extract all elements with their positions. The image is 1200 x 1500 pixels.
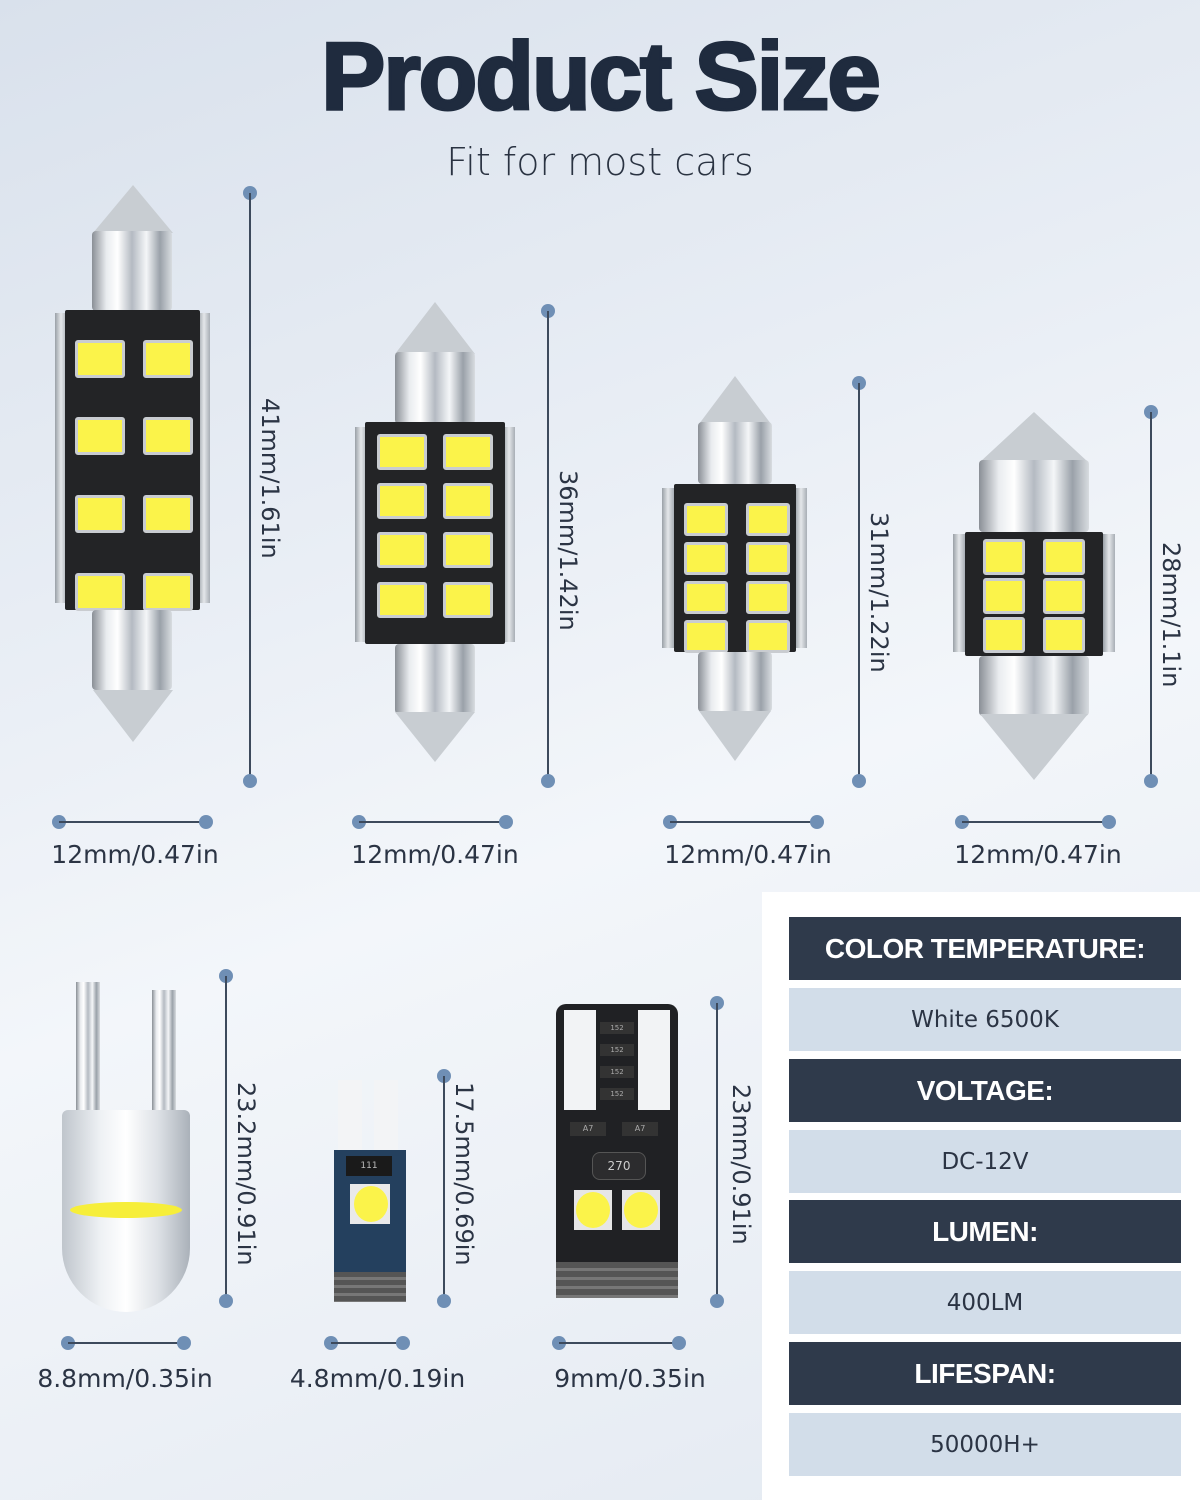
- dimension-dot: [810, 815, 824, 829]
- dimension-dot: [437, 1294, 451, 1308]
- width-line: [559, 1342, 679, 1344]
- width-line: [359, 821, 505, 823]
- dimension-dot: [1102, 815, 1116, 829]
- dimension-dot: [541, 774, 555, 788]
- spec-value-lifespan: 50000H+: [789, 1413, 1181, 1476]
- dimension-dot: [396, 1336, 410, 1350]
- festoon-bulb-image: [355, 302, 515, 782]
- resistor-label: 152: [600, 1044, 634, 1056]
- width-line: [59, 821, 205, 823]
- spec-value-color-temperature: White 6500K: [789, 988, 1181, 1051]
- length-line: [858, 383, 860, 781]
- spec-label-voltage: VOLTAGE:: [789, 1059, 1181, 1122]
- dimension-dot: [199, 815, 213, 829]
- dimension-dot: [1144, 774, 1158, 788]
- width-label: 12mm/0.47in: [51, 840, 219, 869]
- spec-panel: COLOR TEMPERATURE: White 6500K VOLTAGE: …: [762, 892, 1200, 1500]
- width-line: [331, 1342, 403, 1344]
- spec-label-lifespan: LIFESPAN:: [789, 1342, 1181, 1405]
- page-title: Product Size: [320, 22, 882, 132]
- capsule-bulb-image: [62, 982, 190, 1312]
- length-line: [547, 311, 549, 781]
- width-label: 9mm/0.35in: [554, 1364, 706, 1393]
- length-line: [225, 976, 227, 1302]
- dimension-dot: [219, 1294, 233, 1308]
- width-label: 4.8mm/0.19in: [289, 1364, 466, 1393]
- t5-bulb-image: 111: [334, 1080, 406, 1305]
- resistor-label: 152: [600, 1088, 634, 1100]
- length-label: 23.2mm/0.91in: [232, 1082, 260, 1266]
- length-label: 41mm/1.61in: [256, 398, 284, 559]
- width-line: [68, 1342, 183, 1344]
- width-label: 12mm/0.47in: [954, 840, 1122, 869]
- diode-label: A7: [622, 1122, 658, 1136]
- length-line: [443, 1076, 445, 1302]
- length-line: [716, 1003, 718, 1302]
- width-line: [962, 821, 1108, 823]
- spec-label-lumen: LUMEN:: [789, 1200, 1181, 1263]
- width-label: 12mm/0.47in: [351, 840, 519, 869]
- dimension-dot: [499, 815, 513, 829]
- resistor-label: 152: [600, 1066, 634, 1078]
- length-label: 31mm/1.22in: [865, 512, 893, 673]
- dimension-dot: [852, 774, 866, 788]
- length-label: 17.5mm/0.69in: [450, 1082, 478, 1266]
- main-resistor-label: 270: [592, 1152, 646, 1180]
- length-line: [249, 193, 251, 781]
- diode-label: A7: [570, 1122, 606, 1136]
- festoon-bulb-image: [55, 185, 210, 785]
- dimension-dot: [710, 1294, 724, 1308]
- spec-value-voltage: DC-12V: [789, 1130, 1181, 1193]
- page-subtitle: Fit for most cars: [446, 140, 754, 184]
- spec-value-lumen: 400LM: [789, 1271, 1181, 1334]
- resistor-label: 152: [600, 1022, 634, 1034]
- dimension-dot: [243, 774, 257, 788]
- width-label: 8.8mm/0.35in: [37, 1364, 213, 1393]
- festoon-bulb-image: [662, 376, 807, 776]
- length-label: 36mm/1.42in: [554, 470, 582, 631]
- length-label: 23mm/0.91in: [727, 1084, 755, 1245]
- length-line: [1150, 412, 1152, 781]
- festoon-bulb-image: [953, 412, 1115, 782]
- length-label: 28mm/1.1in: [1157, 542, 1185, 688]
- t10-bulb-image: 152 152 152 152 A7 A7 270: [556, 1004, 678, 1304]
- width-line: [670, 821, 816, 823]
- dimension-dot: [177, 1336, 191, 1350]
- spec-label-color-temperature: COLOR TEMPERATURE:: [789, 917, 1181, 980]
- width-label: 12mm/0.47in: [664, 840, 832, 869]
- chip-label: 111: [346, 1156, 392, 1176]
- dimension-dot: [672, 1336, 686, 1350]
